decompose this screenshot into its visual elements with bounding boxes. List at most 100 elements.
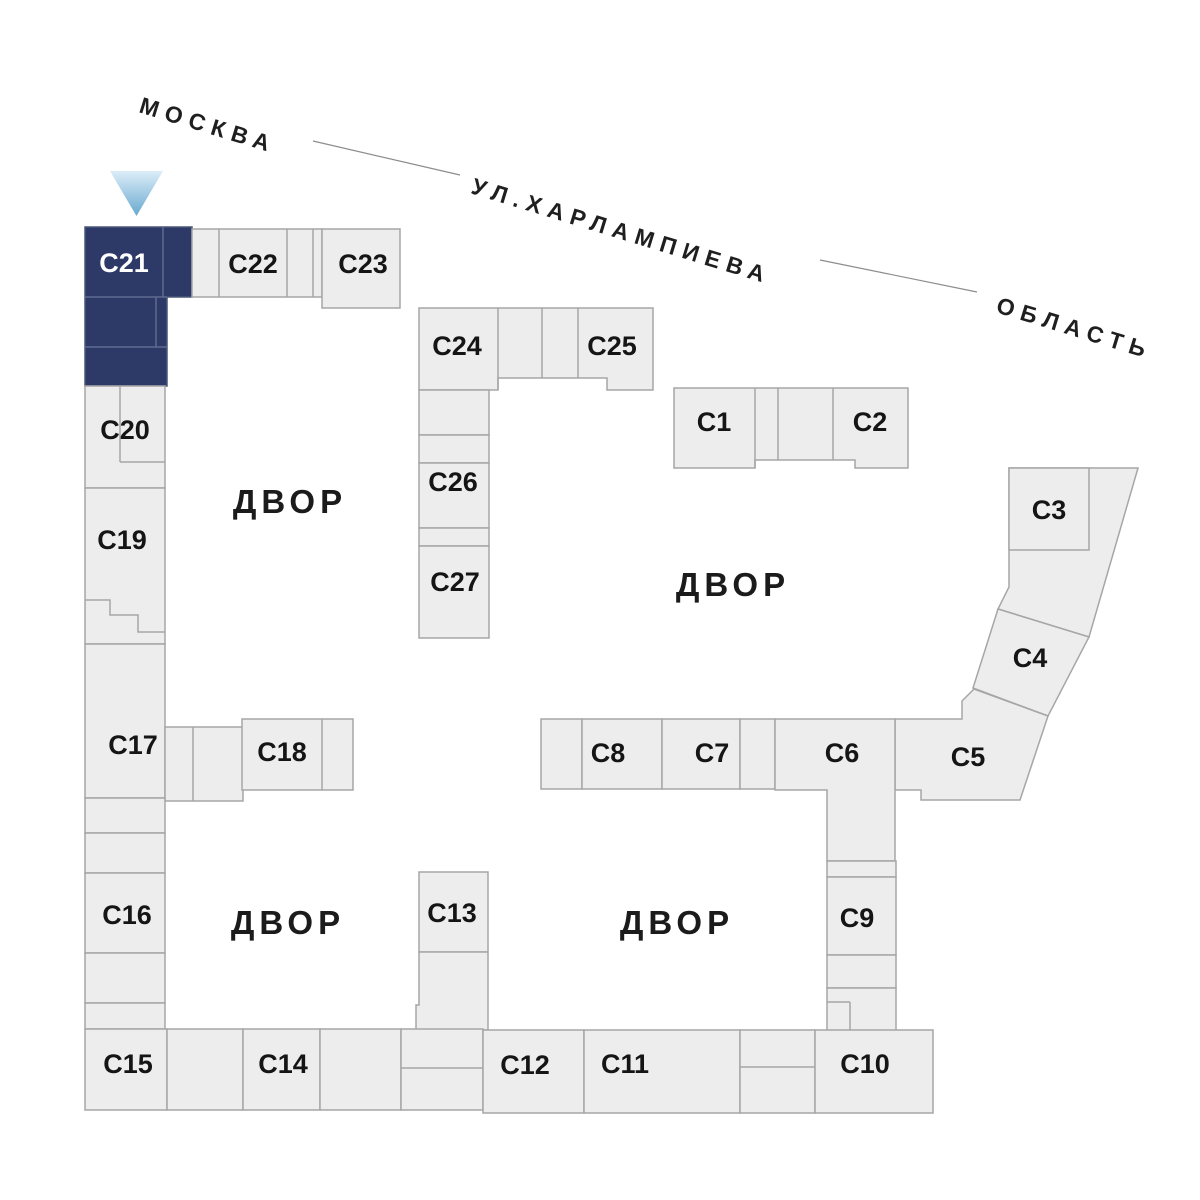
building-c27[interactable]: С27: [418, 545, 490, 639]
building-c19[interactable]: С19: [84, 487, 166, 645]
street-label-oblast: ОБЛАСТЬ: [994, 292, 1156, 364]
building-section: [164, 726, 244, 802]
building-c16-label: С16: [102, 900, 152, 930]
building-c17[interactable]: С17: [84, 643, 244, 802]
building-c12-label: С12: [500, 1050, 550, 1080]
building-c16[interactable]: С16: [84, 872, 166, 954]
building-c22-label: С22: [228, 249, 278, 279]
street-line: [312, 140, 461, 176]
building-c6-label: С6: [825, 738, 860, 768]
building-c22[interactable]: С22: [191, 228, 323, 298]
building-section: [415, 951, 489, 1031]
building-c26-shape[interactable]: [418, 462, 490, 529]
building-c11-shape[interactable]: [583, 1029, 741, 1114]
building-c23[interactable]: С23: [321, 228, 401, 309]
building-c21-label: С21: [99, 248, 149, 278]
building-c20-label: С20: [100, 415, 150, 445]
building-c7-shape[interactable]: [661, 718, 741, 790]
building-c19-label: С19: [97, 525, 147, 555]
building-c18[interactable]: С18: [241, 718, 354, 791]
building-c13[interactable]: С13: [418, 871, 489, 953]
building-c2-label: С2: [853, 407, 888, 437]
building-c13-shape[interactable]: [418, 871, 489, 953]
building-section: [739, 1029, 816, 1114]
building-section: [84, 1002, 166, 1030]
building-c16-shape[interactable]: [84, 872, 166, 954]
building-section: [739, 718, 776, 790]
building-c26-label: С26: [428, 467, 478, 497]
building-section: [418, 434, 490, 464]
building-section-right: [739, 1029, 816, 1114]
building-c2[interactable]: С2: [853, 407, 888, 437]
building-c23-label: С23: [338, 249, 388, 279]
building-c11-label: С11: [601, 1049, 649, 1079]
building-section: [84, 832, 166, 874]
selected-building-marker-icon: [110, 171, 163, 216]
building-c4-label: С4: [1013, 643, 1048, 673]
building-c25-label: С25: [587, 331, 637, 361]
building-c22-shape[interactable]: [191, 228, 323, 298]
building-c10[interactable]: С10: [814, 1029, 934, 1114]
building-section: [84, 797, 166, 834]
building-section: [319, 1028, 402, 1111]
building-c20-shape[interactable]: [84, 385, 166, 489]
building-c14[interactable]: С14: [242, 1028, 321, 1111]
building-c9[interactable]: С9: [826, 876, 897, 956]
building-c17-shape[interactable]: [84, 643, 166, 799]
building-section: [166, 1028, 244, 1111]
building-c23-shape[interactable]: [321, 228, 401, 309]
street-label-kharlampieva: УЛ.ХАРЛАМПИЕВА: [469, 173, 775, 289]
building-c10-label: С10: [840, 1049, 890, 1079]
building-c12[interactable]: С12: [482, 1029, 585, 1114]
building-c13-label: С13: [427, 898, 477, 928]
building-c20[interactable]: С20: [84, 385, 166, 489]
building-c11[interactable]: С11: [583, 1029, 741, 1114]
building-c18-shape[interactable]: [241, 718, 354, 791]
building-c15-shape[interactable]: [84, 1028, 168, 1111]
building-c8-label: С8: [591, 738, 626, 768]
section-divider: [497, 308, 579, 390]
building-c1-label: С1: [697, 407, 732, 437]
building-c19-shape[interactable]: [84, 487, 166, 645]
building-c5-shape[interactable]: [894, 688, 1049, 801]
building-c6[interactable]: С6: [774, 718, 896, 862]
building-section: [418, 389, 490, 436]
building-c1[interactable]: С1: [673, 387, 909, 469]
building-c27-label: С27: [430, 567, 480, 597]
building-section: [418, 527, 490, 547]
building-c1-c2-shape[interactable]: [673, 387, 909, 469]
building-c10-shape[interactable]: [814, 1029, 934, 1114]
courtyard-label: ДВОР: [620, 904, 734, 941]
building-c15-label: С15: [103, 1049, 153, 1079]
building-section: [826, 860, 897, 878]
building-c8-shape[interactable]: [581, 718, 663, 790]
building-c21-sections: [85, 227, 167, 348]
building-c5-label: С5: [951, 742, 986, 772]
street-line: [819, 259, 978, 293]
building-c25[interactable]: С25: [587, 331, 637, 361]
street-label-moscow: МОСКВА: [137, 92, 280, 158]
building-c8[interactable]: С8: [581, 718, 663, 790]
courtyard-label: ДВОР: [231, 904, 345, 941]
building-c21[interactable]: С21: [84, 226, 193, 387]
building-c3[interactable]: С3: [1008, 467, 1090, 551]
building-c15[interactable]: С15: [84, 1028, 168, 1111]
building-c5[interactable]: С5: [894, 688, 1049, 801]
stairs-outline: [85, 599, 165, 633]
building-c14-shape[interactable]: [242, 1028, 321, 1111]
building-section-c9-foot: [826, 987, 897, 1033]
building-c3-shape[interactable]: [1008, 467, 1090, 551]
building-c26[interactable]: С26: [418, 462, 490, 529]
building-c14-label: С14: [258, 1049, 308, 1079]
building-c12-shape[interactable]: [482, 1029, 585, 1114]
courtyard-label: ДВОР: [233, 483, 347, 520]
building-c24-label: С24: [432, 331, 482, 361]
building-c27-shape[interactable]: [418, 545, 490, 639]
building-c9-label: С9: [840, 903, 875, 933]
building-section: [84, 952, 166, 1004]
building-c18-label: С18: [257, 737, 307, 767]
section-divider: [754, 388, 834, 468]
building-section: [400, 1028, 484, 1111]
building-c7[interactable]: С7: [661, 718, 741, 790]
